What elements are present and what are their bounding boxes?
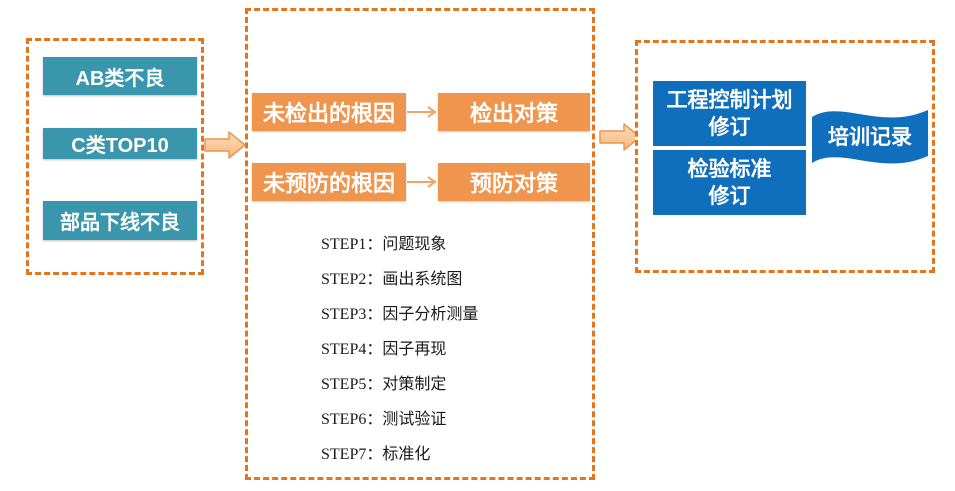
flow-arrow-left-to-middle-icon — [204, 131, 246, 159]
step-text: 画出系统图 — [382, 271, 463, 288]
action-box-detection: 检出对策 — [438, 93, 590, 131]
output-box-line1: 工程控制计划 — [666, 88, 793, 112]
output-box-line2: 修订 — [708, 115, 751, 139]
step-item-7: STEP7：标准化 — [321, 446, 581, 481]
action-box-prevention: 预防对策 — [438, 163, 590, 201]
step-label: STEP1： — [321, 236, 383, 253]
arrow-right-icon — [407, 106, 437, 118]
step-text: 因子分析测量 — [382, 306, 479, 323]
input-defects-panel: AB类不良 C类TOP10 部品下线不良 — [26, 38, 204, 275]
step-text: 对策制定 — [382, 376, 447, 393]
defect-box-offline: 部品下线不良 — [43, 201, 197, 240]
flow-arrow-middle-to-right-icon — [599, 123, 641, 151]
step-item-2: STEP2：画出系统图 — [321, 271, 581, 306]
step-label: STEP2： — [321, 271, 383, 288]
output-box-line2: 修订 — [708, 184, 751, 208]
wave-flag-icon — [812, 110, 928, 164]
output-box-inspection-standard: 检验标准 修订 — [653, 150, 806, 215]
step-label: STEP6： — [321, 411, 383, 428]
step-text: 测试验证 — [382, 411, 447, 428]
cause-box-unprevented: 未预防的根因 — [252, 163, 406, 201]
cause-box-undetected: 未检出的根因 — [252, 93, 406, 131]
step-text: 因子再现 — [382, 341, 447, 358]
defect-box-c-top10: C类TOP10 — [43, 128, 197, 159]
step-label: STEP7： — [321, 446, 383, 463]
step-item-5: STEP5：对策制定 — [321, 376, 581, 411]
step-list: STEP1：问题现象 STEP2：画出系统图 STEP3：因子分析测量 STEP… — [321, 236, 581, 481]
arrow-right-icon — [407, 176, 437, 188]
output-box-control-plan: 工程控制计划 修订 — [653, 81, 806, 146]
step-item-4: STEP4：因子再现 — [321, 341, 581, 376]
flag-label: 培训记录 — [828, 126, 912, 149]
step-item-6: STEP6：测试验证 — [321, 411, 581, 446]
training-record-flag: 培训记录 — [809, 97, 931, 175]
step-item-1: STEP1：问题现象 — [321, 236, 581, 271]
defect-box-ab-class: AB类不良 — [43, 57, 197, 95]
output-panel: 工程控制计划 修订 检验标准 修订 培训记录 — [635, 40, 935, 273]
step-label: STEP3： — [321, 306, 383, 323]
analysis-panel: 未检出的根因 检出对策 未预防的根因 预防对策 STEP1：问题现象 STEP2… — [245, 8, 595, 480]
step-label: STEP4： — [321, 341, 383, 358]
output-box-line1: 检验标准 — [687, 157, 772, 181]
step-text: 问题现象 — [382, 236, 447, 253]
step-text: 标准化 — [382, 446, 431, 463]
step-label: STEP5： — [321, 376, 383, 393]
step-item-3: STEP3：因子分析测量 — [321, 306, 581, 341]
